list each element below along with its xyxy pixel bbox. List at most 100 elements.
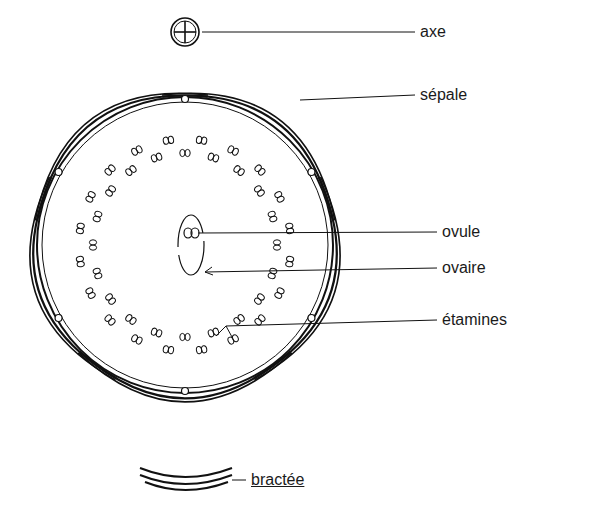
anther-lobe <box>233 317 241 326</box>
anther-lobe <box>257 314 266 323</box>
stamen <box>180 333 190 340</box>
stamen <box>254 314 266 326</box>
stamen <box>85 191 96 204</box>
stamen <box>233 313 246 325</box>
stamen <box>196 345 207 354</box>
anther-lobe <box>286 228 294 234</box>
stamen <box>76 223 85 234</box>
anther-lobe <box>273 245 280 250</box>
anther-lobe <box>92 267 100 274</box>
leader-line <box>198 232 437 233</box>
anther-lobe <box>76 256 84 262</box>
axis-circle <box>174 21 196 43</box>
anther-lobe <box>87 191 96 199</box>
bract-arc <box>140 475 232 484</box>
part-label: sépale <box>418 85 469 105</box>
stamen <box>131 334 144 345</box>
whorl-notch <box>308 315 315 322</box>
stamen <box>267 211 277 223</box>
whorl-notch <box>182 388 189 395</box>
anther-lobe <box>108 317 117 326</box>
anther-lobe <box>231 147 239 156</box>
stamen <box>207 152 219 162</box>
stamen <box>163 345 174 354</box>
stamen <box>207 327 219 337</box>
stamen <box>92 267 102 279</box>
leader-arrow <box>205 267 213 275</box>
whorl-notches <box>55 96 315 395</box>
anther-lobe <box>207 329 214 337</box>
stamen <box>105 293 117 306</box>
ovary-symbol <box>178 215 204 275</box>
stamen <box>196 136 207 145</box>
sepal-arc <box>162 96 333 221</box>
whorl-notch <box>55 315 62 322</box>
stamen <box>89 240 96 250</box>
anther-lobe <box>168 136 174 144</box>
leader-line <box>226 320 437 326</box>
inner-whorl <box>37 97 333 393</box>
stamen <box>105 185 117 198</box>
leader-line <box>226 326 232 337</box>
anther-lobe <box>85 287 94 295</box>
anther-lobe <box>253 297 262 305</box>
anther-lobe <box>180 149 185 156</box>
anther-lobe <box>212 154 219 162</box>
anther-lobe <box>254 164 263 173</box>
anther-lobe <box>257 168 266 177</box>
stamen <box>104 164 116 176</box>
bract-symbol <box>140 468 232 490</box>
anther-lobe <box>151 327 158 335</box>
anther-lobe <box>89 240 96 245</box>
stamen <box>125 313 138 325</box>
anther-lobe <box>180 333 185 340</box>
stamen <box>253 185 265 198</box>
stamen <box>253 293 265 306</box>
sepal-arc <box>37 96 208 221</box>
anther-lobe <box>237 168 245 177</box>
anther-lobe <box>227 336 235 345</box>
anther-lobe <box>131 334 139 343</box>
stamen <box>151 327 163 337</box>
anther-lobe <box>201 137 207 145</box>
anther-lobe <box>105 293 114 301</box>
stamen <box>131 145 144 156</box>
whorl-notch <box>182 96 189 103</box>
anther-lobe <box>257 189 266 197</box>
anther-lobe <box>276 195 285 203</box>
stamen <box>92 211 102 223</box>
stamen <box>274 287 285 300</box>
stamen-group <box>76 136 294 354</box>
leader-line <box>232 480 246 481</box>
stamen <box>227 334 240 345</box>
anther-lobe <box>94 211 102 218</box>
anther-lobe <box>196 346 202 354</box>
leader-line <box>205 268 437 272</box>
bract-arc <box>140 468 232 477</box>
stamen <box>274 191 285 204</box>
stamen <box>163 136 174 145</box>
anther-lobe <box>155 152 162 160</box>
axis-symbol <box>171 18 199 46</box>
stamen <box>273 240 280 250</box>
stamen <box>180 149 190 156</box>
part-label: axe <box>418 22 448 42</box>
whorl-notch <box>308 169 315 176</box>
leader-line <box>202 32 415 33</box>
stamen <box>104 314 116 326</box>
leader-line <box>216 326 226 336</box>
whorl-notch <box>55 169 62 176</box>
anther-lobe <box>285 261 293 267</box>
anther-lobe <box>104 314 113 323</box>
leader-lines <box>198 32 437 480</box>
anther-lobe <box>135 145 143 154</box>
anther-lobe <box>185 333 190 340</box>
stamen <box>85 287 96 300</box>
anther-lobe <box>163 345 169 353</box>
stamen <box>125 165 138 177</box>
axis-circle <box>171 18 199 46</box>
part-label: bractée <box>249 470 306 490</box>
stamen <box>233 165 246 177</box>
anther-lobe <box>104 168 113 177</box>
